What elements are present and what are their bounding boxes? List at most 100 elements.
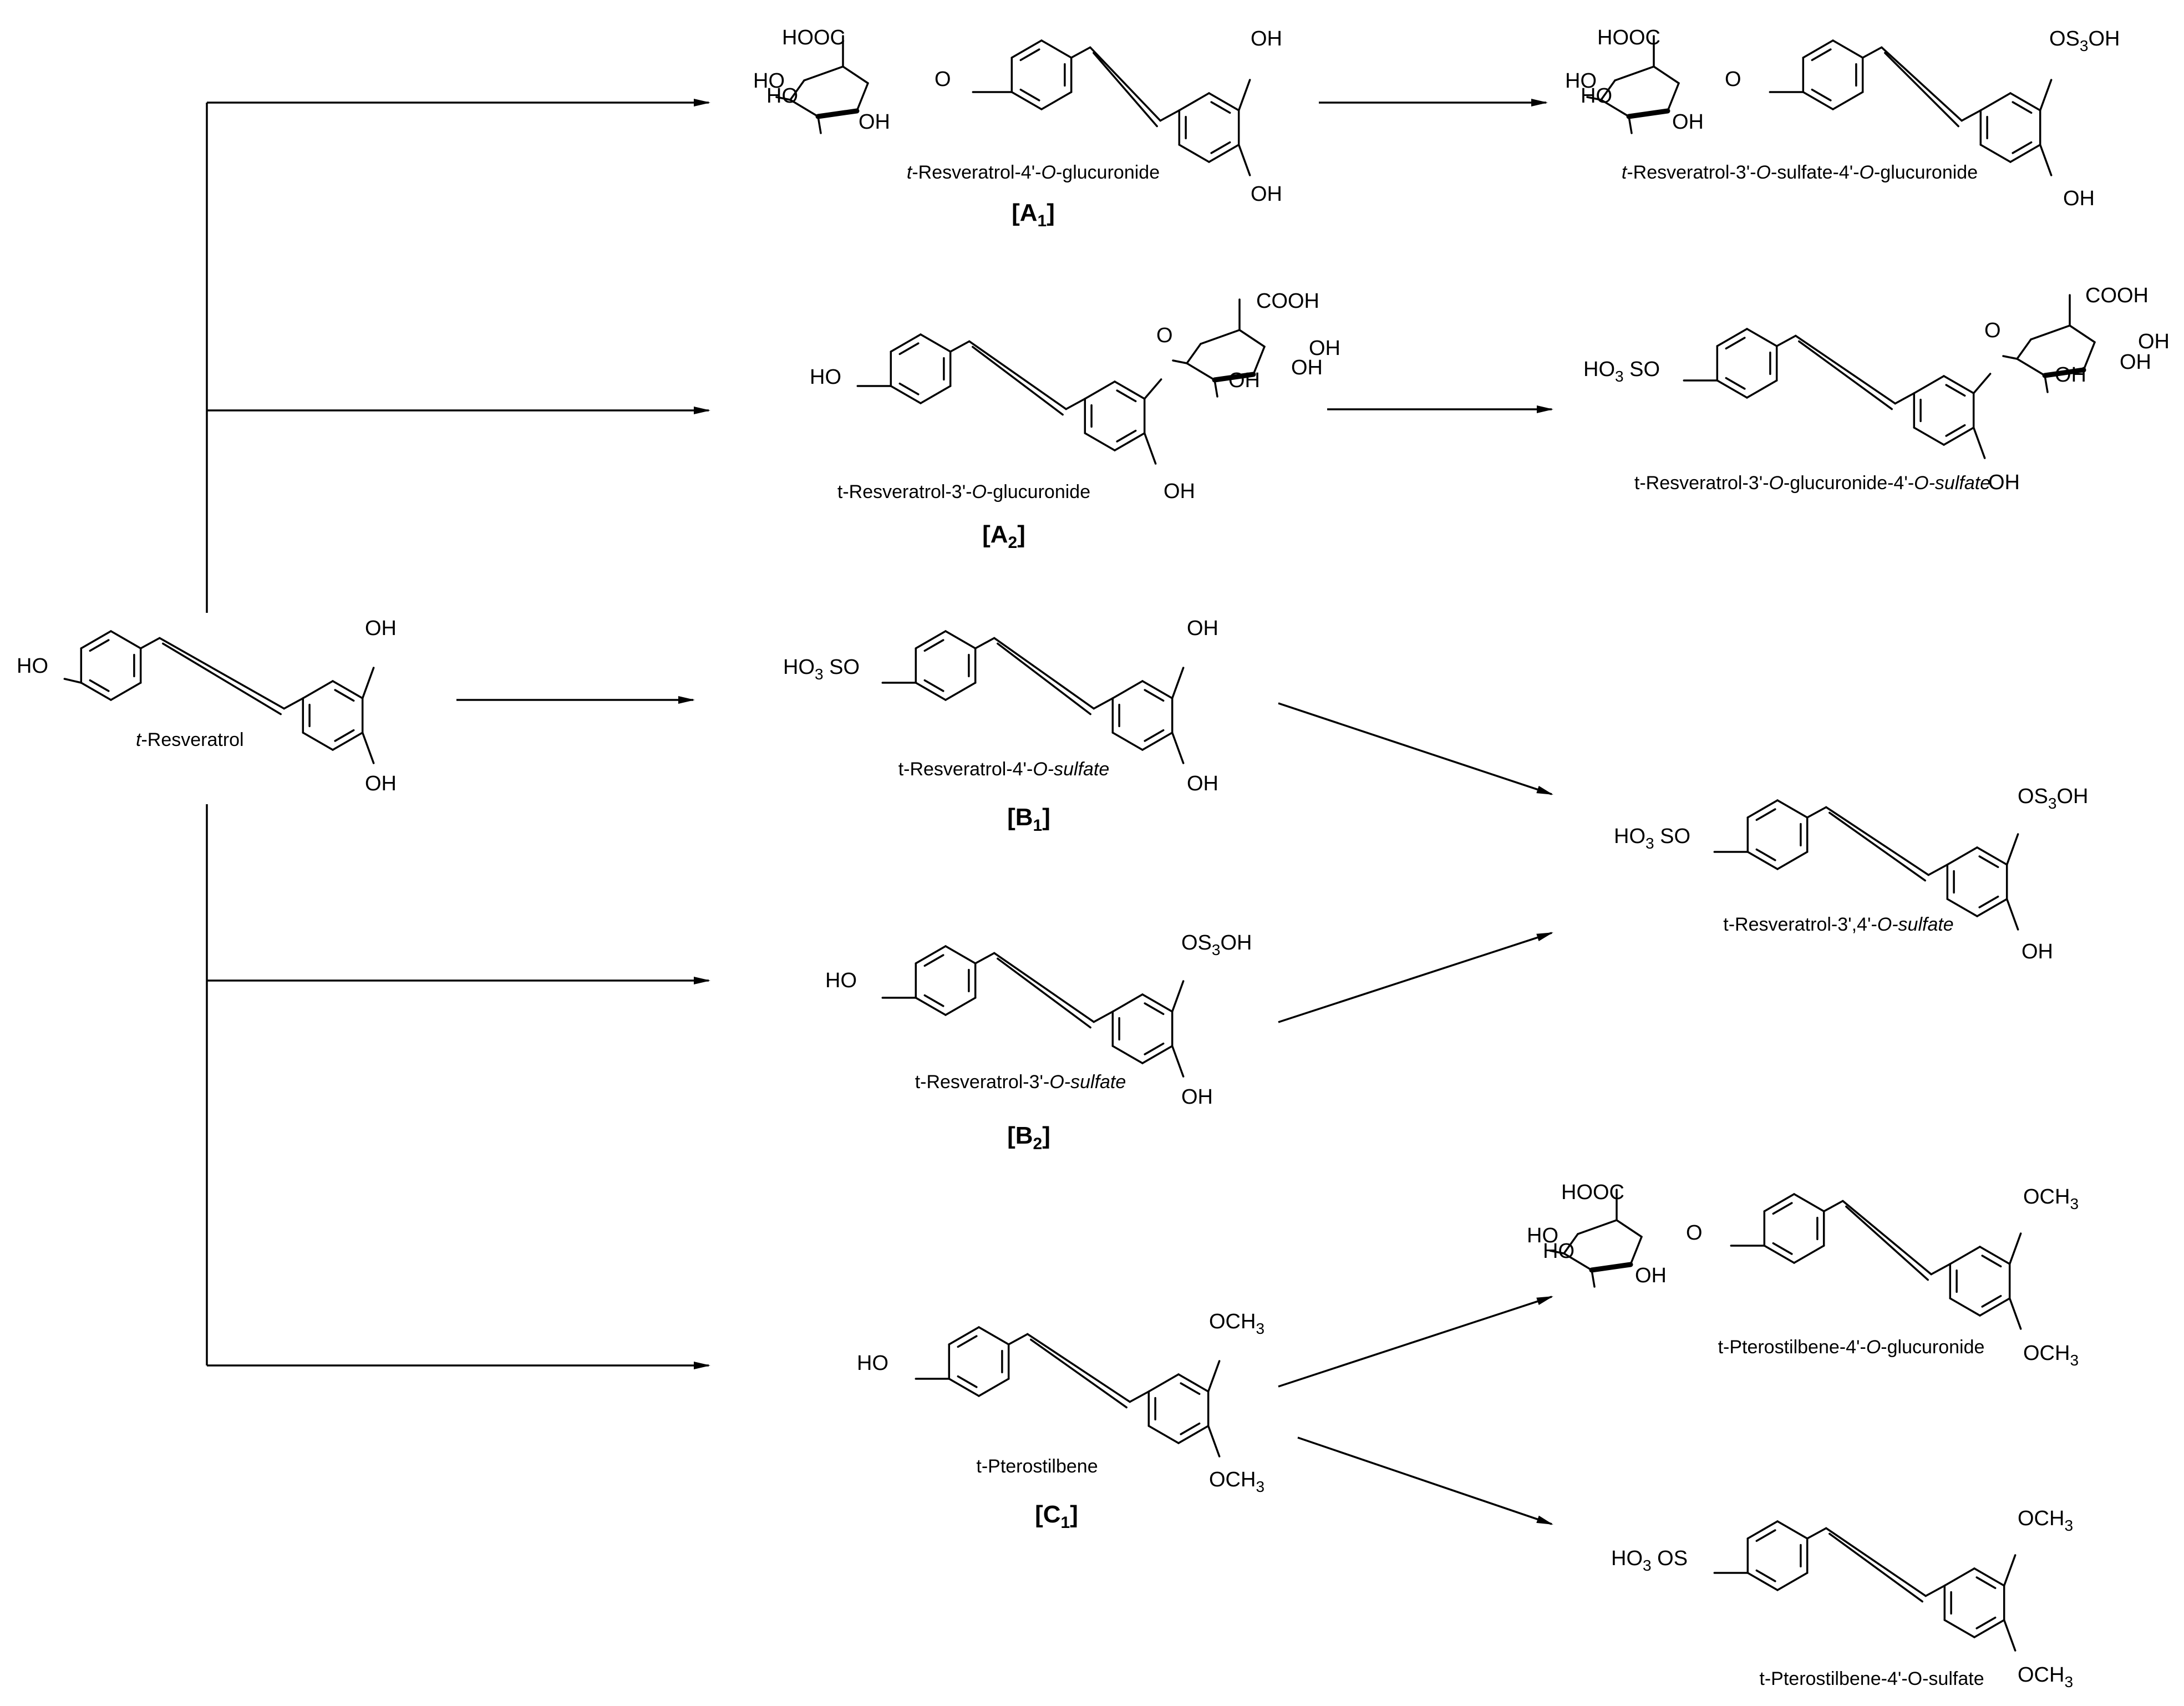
a1-vinyl xyxy=(1089,46,1161,122)
a2-sugar-oh xyxy=(1213,379,1218,398)
a2-ring-double xyxy=(1116,389,1137,403)
p1-vinyl-double xyxy=(1884,52,1959,128)
p4-vinyl-double xyxy=(1845,1205,1929,1281)
p4-sugar-bond xyxy=(1577,1219,1618,1235)
resveratrol-vinyl xyxy=(159,637,285,710)
b1-ring-bond xyxy=(915,682,947,701)
p4-sugar-bond xyxy=(1616,1219,1643,1238)
p1-sugar-bond xyxy=(1667,82,1680,112)
p4-vinyl xyxy=(1822,1200,1844,1212)
b2-vinyl xyxy=(974,952,996,964)
resveratrol-ring-bond xyxy=(110,630,142,649)
a1-ring-bond xyxy=(1040,39,1073,59)
p3-os-bond xyxy=(2005,833,2019,866)
b2-ring-bond xyxy=(1111,1045,1144,1064)
a1-vinyl-double xyxy=(1093,52,1158,128)
p1-ho-label-1: HO xyxy=(1565,69,1597,93)
b1-caption: t-Resveratrol-4'-O-sulfate xyxy=(898,759,1110,780)
a2-sugar-bond xyxy=(1252,346,1266,375)
p1-ring-double xyxy=(2012,101,2033,114)
resveratrol-vinyl xyxy=(283,697,304,710)
p3-ring-bond xyxy=(1746,851,1779,870)
resveratrol-caption: t-Resveratrol xyxy=(136,729,244,750)
p4-sugar-bond xyxy=(1589,1262,1633,1273)
p1-hooc-label: HOOC xyxy=(1597,26,1660,49)
a2-sugar-bond xyxy=(1186,343,1202,364)
a2-oh-3: OH xyxy=(1228,369,1260,392)
b2-ring-bond xyxy=(1141,993,1174,1013)
a1-code: [A1] xyxy=(1012,199,1055,230)
p2-sugar-bond xyxy=(2016,358,2046,377)
p2-caption: t-Resveratrol-3'-O-glucuronide-4'-O-sulf… xyxy=(1634,473,1990,494)
b1-vinyl xyxy=(974,637,996,649)
p5-vinyl xyxy=(1806,1527,1827,1540)
compound-b1: HO3 SO OH OH t-Resveratrol-4'-O-sulfate … xyxy=(783,617,1218,835)
p1-ring-bond xyxy=(2009,144,2041,163)
p1-ring-bond xyxy=(1832,91,1864,110)
a2-ring-bond xyxy=(1114,380,1146,400)
p4-caption: t-Pterostilbene-4'-O-glucuronide xyxy=(1718,1337,1985,1358)
a1-oh-top: OH xyxy=(1251,27,1282,50)
p4-ring-bond xyxy=(1793,1245,1825,1264)
b1-vinyl xyxy=(993,637,1095,710)
p1-os-bond xyxy=(2039,79,2053,111)
resveratrol-ring-double xyxy=(89,679,110,692)
p4-sugar-bond xyxy=(1563,1252,1593,1271)
p1-oh-bottom: OH xyxy=(2063,187,2095,210)
a2-ring-double xyxy=(898,342,920,356)
p2-sugar-bond xyxy=(2030,324,2071,341)
b1-ring-bond xyxy=(944,630,977,649)
p4-sugar-bond xyxy=(1563,1233,1579,1255)
a2-ring-bond xyxy=(890,333,922,353)
a1-oh-bond xyxy=(1237,144,1251,176)
resveratrol-oh-bottom: OH xyxy=(365,772,397,795)
p3-ring-bond xyxy=(1776,851,1809,870)
a1-ring-double xyxy=(1210,101,1231,114)
p3-oh-bond xyxy=(2005,898,2019,931)
a2-sugar-bond xyxy=(1186,362,1216,381)
a2-cooh-label: COOH xyxy=(1256,290,1319,313)
a1-vinyl xyxy=(1070,46,1091,59)
p5-ring-bond xyxy=(1746,1572,1779,1591)
p5-ring-double xyxy=(1755,1569,1776,1582)
a1-oh-bottom: OH xyxy=(1251,182,1282,206)
p4-o-link: O xyxy=(1686,1221,1703,1245)
a1-ring-bond xyxy=(1010,91,1043,110)
p1-sugar-oh xyxy=(1628,115,1633,134)
b1-ring-double xyxy=(923,639,944,652)
p1-ring-bond xyxy=(1832,39,1864,59)
p1-ring-bond xyxy=(2009,92,2041,111)
p1-vinyl xyxy=(1960,109,1982,122)
p3-ring-double xyxy=(1978,895,1999,908)
p4-ring-bond xyxy=(1979,1246,2011,1265)
p2-oh-2: OH xyxy=(2120,351,2151,374)
b2-os3oh-label: OS3OH xyxy=(1181,931,1252,958)
b1-ring-bond xyxy=(1141,680,1174,699)
p2-ring-bond xyxy=(1913,426,1945,446)
p2-oh-1: OH xyxy=(2138,330,2170,353)
resveratrol-ring-bond xyxy=(110,682,142,701)
p5-ring-bond xyxy=(1776,1572,1809,1591)
c1-ring-bond xyxy=(1147,1425,1180,1444)
p5-ring-bond xyxy=(1943,1619,1975,1638)
a2-code: [A2] xyxy=(982,521,1025,552)
a1-ring-bond xyxy=(1208,144,1240,163)
p4-och3-bond xyxy=(2008,1297,2022,1330)
p2-sugar-bond xyxy=(2042,367,2086,378)
p2-ring-bond xyxy=(1943,375,1975,394)
b2-code: [B2] xyxy=(1007,1122,1050,1153)
p5-ring-bond xyxy=(1746,1520,1779,1540)
p2-sugar-bond xyxy=(2016,338,2032,360)
p1-o-link: O xyxy=(1725,68,1741,91)
a2-vinyl xyxy=(1065,398,1086,410)
p4-ring-double xyxy=(1772,1202,1793,1215)
p1-ring-bond xyxy=(1802,39,1834,59)
a1-sugar-bond xyxy=(803,65,844,82)
p1-sugar-bond xyxy=(1626,108,1670,119)
resveratrol-ho-label: HO xyxy=(17,654,48,678)
p2-ring-bond xyxy=(1716,328,1748,347)
p1-ring-double xyxy=(2012,141,2033,154)
resveratrol-oh-bond xyxy=(361,667,375,699)
a2-ring-double xyxy=(1116,429,1137,443)
